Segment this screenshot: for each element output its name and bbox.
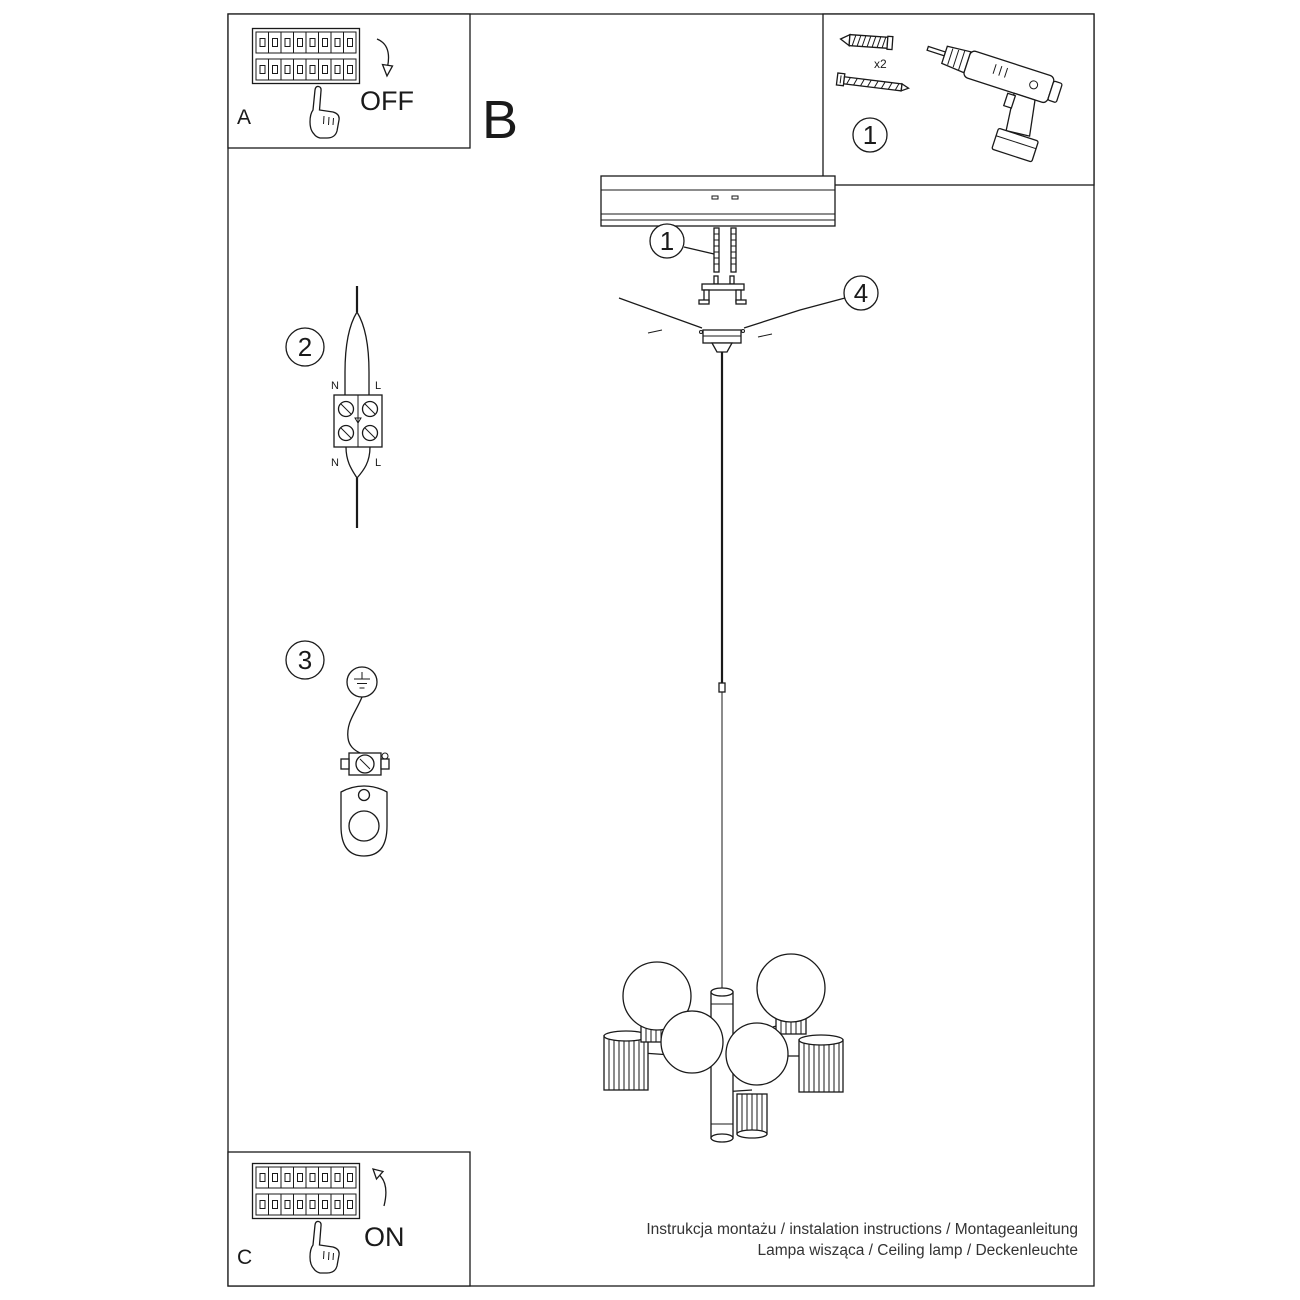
- terminal-n-top-label: N: [331, 380, 339, 392]
- terminal-n-bottom-label: N: [331, 457, 339, 469]
- step-2-number: 2: [298, 332, 312, 362]
- mounting-screws: [713, 227, 737, 273]
- ground-wire: [347, 696, 363, 754]
- page-border: [227, 13, 1095, 1287]
- terminal-l-top-label: L: [375, 380, 381, 392]
- panel-tools: x2 1: [822, 13, 1095, 186]
- assembly-diagram: 1 4: [600, 175, 879, 1143]
- ground-terminal: [340, 752, 390, 776]
- terminal-l-bottom-label: L: [375, 457, 381, 469]
- pendant-lamp: [603, 953, 844, 1143]
- footer-line-1: Instrukcja montażu / instalation instruc…: [646, 1221, 1078, 1238]
- ceiling-canopy: [699, 329, 745, 353]
- cable-clamp: [340, 785, 388, 857]
- supply-conductors: [344, 311, 370, 395]
- mounting-bracket: [698, 275, 747, 305]
- ribbed-socket-bottom: [736, 1093, 768, 1139]
- breaker-panel-icon: [251, 1162, 361, 1220]
- globe-bulb-front-left: [660, 1010, 724, 1074]
- off-label: OFF: [360, 86, 414, 116]
- footer-line-2: Lampa wisząca / Ceiling lamp / Deckenleu…: [758, 1242, 1079, 1259]
- globe-bulb-top-right: [756, 953, 826, 1023]
- callout-screws-circle: [649, 223, 685, 259]
- panel-a-label: A: [237, 106, 251, 129]
- on-label: ON: [364, 1222, 405, 1252]
- callout-screws-leader: [683, 246, 715, 255]
- terminal-block: [333, 394, 383, 448]
- ribbed-shade-left: [603, 1030, 649, 1091]
- callout-bracket-circle: [843, 275, 879, 311]
- panel-c-label: C: [237, 1246, 252, 1269]
- globe-bulb-top-left: [622, 961, 692, 1031]
- wall-plug-icon: [839, 33, 894, 51]
- step-2-circle: [285, 327, 325, 367]
- panel-power-on: ON C: [227, 1151, 471, 1287]
- step-3-number: 3: [298, 645, 312, 675]
- tools-step-circle: [852, 117, 888, 153]
- step-3-circle: [285, 640, 325, 680]
- callout-screws-number: 1: [660, 226, 674, 256]
- callout-bracket-leader: [618, 297, 846, 329]
- footer: Instrukcja montażu / instalation instruc…: [646, 1221, 1078, 1259]
- anchor-quantity-label: x2: [874, 57, 887, 71]
- step-wiring: 2 N L N L: [285, 286, 383, 528]
- canopy-tick-marks: [647, 329, 773, 338]
- breaker-panel-icon: [251, 27, 361, 85]
- rod-joint: [718, 682, 726, 693]
- step-ground: 3: [285, 640, 390, 857]
- earth-symbol-icon: [346, 666, 378, 698]
- section-b-label: B: [482, 90, 518, 150]
- screw-icon: [835, 72, 910, 92]
- globe-bulb-front-right: [725, 1022, 789, 1086]
- ribbed-shade-right: [798, 1034, 844, 1093]
- tools-step-number: 1: [863, 120, 877, 150]
- callout-bracket-number: 4: [854, 278, 868, 308]
- panel-power-off: OFF A: [227, 13, 471, 149]
- drill-icon: [926, 45, 1063, 163]
- ceiling-plate: [600, 175, 836, 227]
- lamp-conductors: [345, 446, 371, 479]
